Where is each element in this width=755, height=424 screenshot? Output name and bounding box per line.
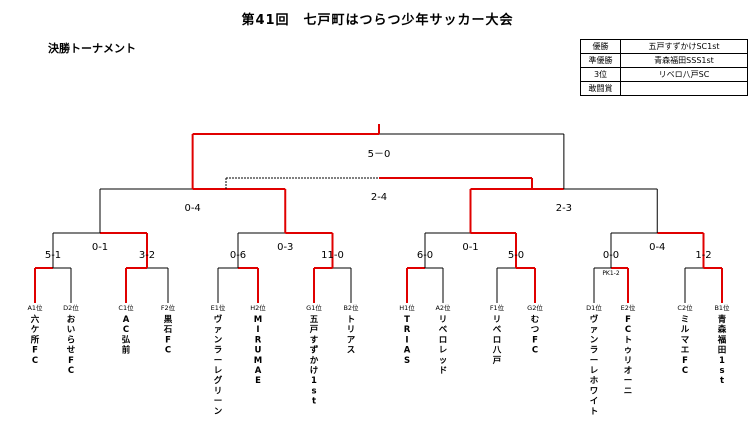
- team-seed: B1位: [714, 303, 730, 312]
- match-score: 3-2: [139, 250, 155, 261]
- team-seed: G2位: [527, 303, 543, 312]
- match-score: 6-0: [417, 250, 433, 261]
- team-name: ヴァンラーレグリーン: [214, 314, 223, 417]
- team-seed: A2位: [435, 303, 451, 312]
- final-score: 5－0: [368, 149, 391, 160]
- match-score: 0-3: [277, 242, 293, 253]
- match-score: 0-4: [649, 242, 665, 253]
- team-seed: E2位: [621, 303, 636, 312]
- results-row: 敢闘賞: [580, 81, 748, 96]
- team-seed: E1位: [211, 303, 226, 312]
- match-score: 0-4: [184, 203, 200, 214]
- match-score: 0-1: [462, 242, 478, 253]
- match-score: 0-0: [603, 250, 619, 261]
- team-name: リベロ八戸: [492, 315, 502, 366]
- team-seed: D2位: [63, 303, 79, 312]
- team-seed: F1位: [490, 303, 505, 312]
- team-seed: A1位: [27, 303, 43, 312]
- team-seed: F2位: [161, 303, 176, 312]
- match-score: 1-2: [695, 250, 711, 261]
- match-score: 0-1: [92, 242, 108, 253]
- team-seed: D1位: [586, 303, 602, 312]
- match-score: 5-0: [508, 250, 524, 261]
- results-row: 優勝五戸すずかけSC1st: [580, 39, 748, 54]
- third-place-score: 2-4: [371, 192, 387, 203]
- team-seed: B2位: [343, 303, 359, 312]
- match-score: 5-1: [45, 250, 61, 261]
- results-table: 優勝五戸すずかけSC1st 準優勝青森福田SSS1st 3位リベロ八戸SC 敢闘…: [580, 39, 748, 96]
- team-seed: H2位: [250, 303, 266, 312]
- team-seed: H1位: [399, 303, 415, 312]
- team-seed: C2位: [677, 303, 693, 312]
- team-name: ヴァンラーレホワイト: [590, 314, 599, 417]
- match-score: 2-3: [556, 203, 572, 214]
- pk-score: PK1-2: [602, 270, 620, 277]
- team-seed: C1位: [118, 303, 134, 312]
- team-seed: G1位: [306, 303, 322, 312]
- results-key: 敢闘賞: [580, 81, 621, 96]
- team-name: トリアス: [347, 315, 356, 356]
- match-score: 0-6: [230, 250, 246, 261]
- match-score: 11-0: [321, 250, 344, 261]
- results-value: [620, 81, 748, 96]
- team-name: リベロレッド: [439, 315, 448, 376]
- page-title: 第41回 七戸町はつらつ少年サッカー大会: [241, 13, 514, 28]
- results-row: 準優勝青森福田SSS1st: [580, 53, 748, 68]
- bracket-subtitle: 決勝トーナメント: [48, 42, 136, 55]
